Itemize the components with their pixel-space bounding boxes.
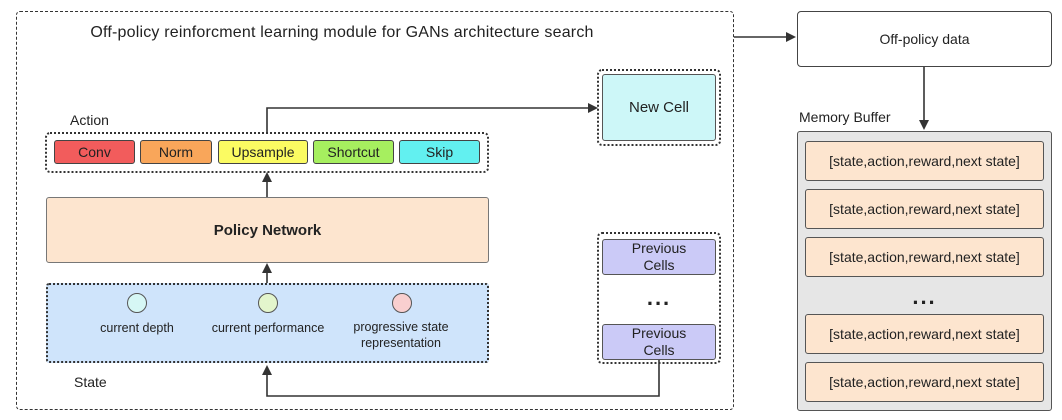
- arrow-action-to-newcell: [266, 103, 598, 132]
- state-feature-depth-label: current depth: [100, 321, 174, 335]
- buffer-entry: [state,action,reward,next state]: [805, 237, 1044, 277]
- previous-cell-2-label: Previous Cells: [631, 325, 687, 358]
- arrow-prevcells-to-state: [262, 360, 660, 397]
- action-label: Action: [70, 112, 109, 128]
- state-feature-progressive-circle: [392, 293, 412, 313]
- new-cell-label: New Cell: [629, 99, 690, 116]
- new-cell: New Cell: [602, 74, 716, 141]
- off-policy-data-label: Off-policy data: [879, 31, 970, 47]
- previous-cells-group: [597, 232, 721, 364]
- action-norm: Norm: [140, 140, 212, 164]
- buffer-entry-text: [state,action,reward,next state]: [829, 249, 1020, 265]
- state-feature-depth-circle: [127, 293, 147, 313]
- previous-cell-1: Previous Cells: [602, 239, 716, 275]
- state-label: State: [74, 374, 107, 390]
- action-upsample: Upsample: [218, 140, 308, 164]
- policy-network: Policy Network: [46, 197, 489, 263]
- buffer-entry-text: [state,action,reward,next state]: [829, 201, 1020, 217]
- action-shortcut: Shortcut: [313, 140, 394, 164]
- action-skip: Skip: [399, 140, 480, 164]
- buffer-entry: [state,action,reward,next state]: [805, 314, 1044, 354]
- rl-module-boundary: [16, 11, 734, 410]
- previous-cell-1-label: Previous Cells: [631, 240, 687, 273]
- buffer-entry: [state,action,reward,next state]: [805, 362, 1044, 402]
- action-upsample-label: Upsample: [231, 144, 295, 160]
- buffer-entry-text: [state,action,reward,next state]: [829, 326, 1020, 342]
- state-feature-progressive-label: progressive state representation: [353, 320, 449, 350]
- action-conv: Conv: [54, 140, 135, 164]
- action-shortcut-label: Shortcut: [327, 144, 380, 160]
- action-group: [45, 132, 489, 173]
- off-policy-data-box: Off-policy data: [797, 11, 1052, 67]
- previous-cell-2: Previous Cells: [602, 324, 716, 360]
- buffer-entry-text: [state,action,reward,next state]: [829, 153, 1020, 169]
- buffer-entry: [state,action,reward,next state]: [805, 141, 1044, 181]
- state-feature-performance-label: current performance: [211, 321, 325, 335]
- action-norm-label: Norm: [158, 144, 194, 160]
- action-conv-label: Conv: [78, 144, 111, 160]
- buffer-ellipsis: ...: [912, 284, 937, 309]
- buffer-entry-text: [state,action,reward,next state]: [829, 374, 1020, 390]
- previous-cells-ellipsis: ...: [646, 285, 672, 310]
- policy-network-label: Policy Network: [213, 221, 322, 239]
- buffer-entry: [state,action,reward,next state]: [805, 189, 1044, 229]
- module-title: Off-policy reinforcment learning module …: [90, 24, 594, 41]
- action-skip-label: Skip: [425, 144, 454, 160]
- memory-buffer-title: Memory Buffer: [799, 109, 891, 125]
- state-feature-performance-circle: [258, 293, 278, 313]
- new-cell-group: [597, 69, 721, 146]
